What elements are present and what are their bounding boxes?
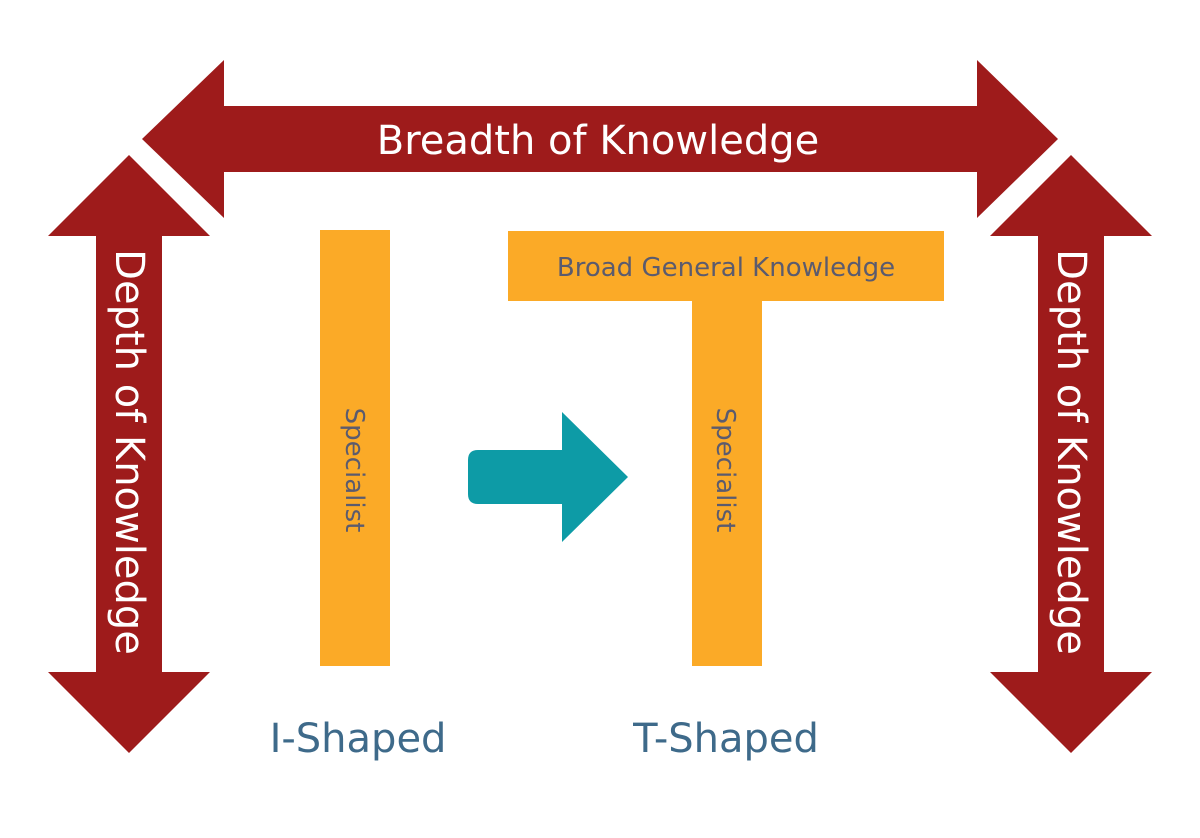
depth-arrow-right <box>990 155 1152 753</box>
i-shape-bar-label: Specialist <box>339 408 369 533</box>
t-shape-top-bar <box>508 231 944 301</box>
i-shape-bar <box>320 230 390 666</box>
depth-arrow-left-label: Depth of Knowledge <box>106 249 152 655</box>
t-shape-caption: T-Shaped <box>632 716 819 762</box>
depth-arrow-left <box>48 155 210 753</box>
breadth-arrow <box>142 60 1058 218</box>
i-shape-caption: I-Shaped <box>270 716 447 762</box>
t-shape-stem-label: Specialist <box>710 408 740 533</box>
transition-arrow <box>468 412 628 542</box>
t-shape-top-label: Broad General Knowledge <box>557 253 895 283</box>
breadth-arrow-label: Breadth of Knowledge <box>377 118 819 164</box>
depth-arrow-right-label: Depth of Knowledge <box>1048 249 1094 655</box>
t-shape-stem <box>692 300 762 666</box>
